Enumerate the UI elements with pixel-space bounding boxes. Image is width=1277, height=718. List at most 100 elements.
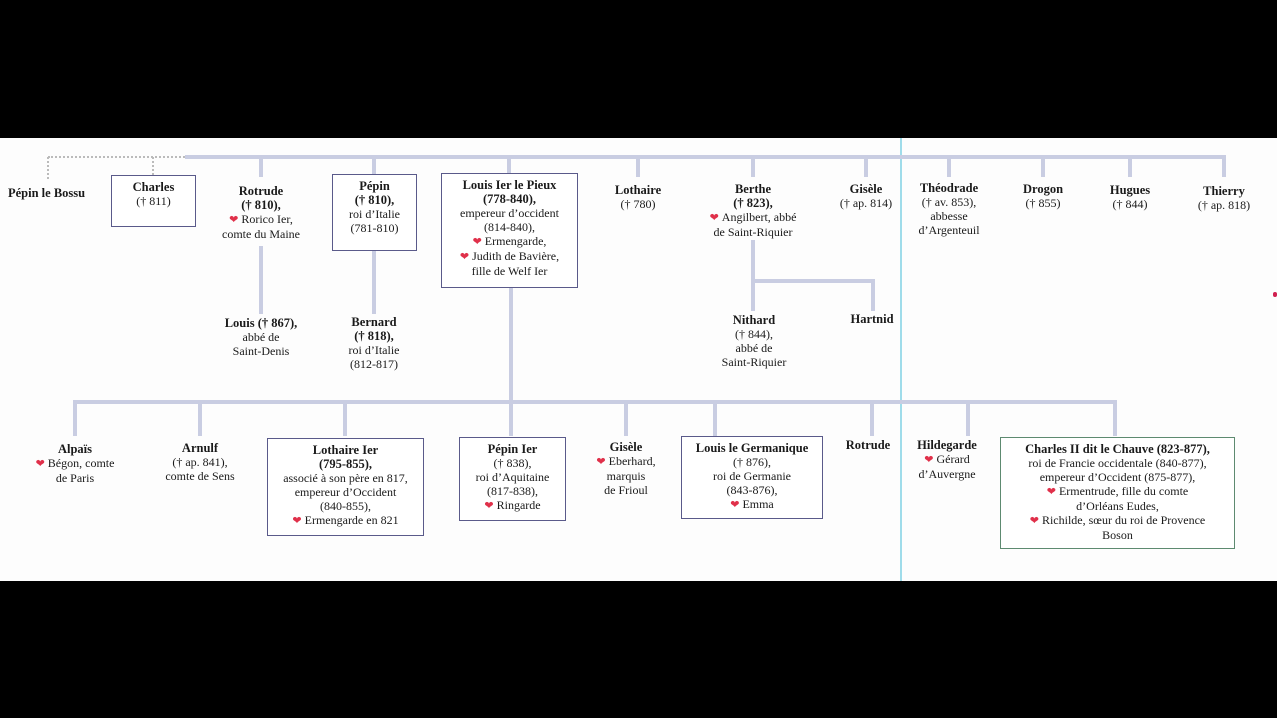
line-text: marquis	[606, 469, 646, 483]
line-text: associé à son père en 817,	[283, 471, 408, 485]
detail-line: abbé de	[722, 341, 787, 355]
line-text: († ap. 841),	[172, 455, 228, 469]
detail-line: († 844),	[722, 327, 787, 341]
line-text: (843-876),	[726, 483, 778, 497]
person-charles: Charles(† 811)	[111, 175, 196, 227]
detail-line: († ap. 841),	[165, 455, 234, 469]
line-text: († 810),	[241, 198, 281, 212]
heart-icon: ❤	[472, 236, 482, 248]
connector-line	[1128, 157, 1132, 177]
line-text: Hartnid	[850, 312, 894, 326]
detail-line: de Paris	[36, 471, 115, 485]
spouse-line: ❤Ermengarde en 821	[268, 513, 423, 528]
spouse-line: ❤Ermengarde,	[442, 234, 577, 249]
line-text: abbé de	[735, 341, 773, 355]
person-drogon: Drogon(† 855)	[1023, 182, 1063, 210]
person-name: Berthe	[710, 182, 797, 196]
person-name: Gisèle	[596, 440, 655, 454]
person-name: Lothaire	[615, 183, 661, 197]
margin-mark	[1273, 292, 1277, 297]
spouse-line: ❤Angilbert, abbé	[710, 210, 797, 225]
person-name: Charles II dit le Chauve (823-877),	[1001, 442, 1234, 456]
detail-line: († 818),	[349, 329, 400, 343]
person-name: Louis Ier le Pieux	[442, 178, 577, 192]
person-name: Théodrade	[918, 181, 979, 195]
detail-line: empereur d’occident	[442, 206, 577, 220]
line-text: († 823),	[733, 196, 773, 210]
line-text: roi de Francie occidentale (840-877),	[1028, 456, 1207, 470]
line-text: roi d’Aquitaine	[475, 470, 550, 484]
detail-line: († 838),	[460, 456, 565, 470]
connector-line	[198, 402, 202, 436]
person-louis-pieux: Louis Ier le Pieux(778-840),empereur d’o…	[441, 173, 578, 288]
heart-icon: ❤	[709, 212, 719, 224]
line-text: Drogon	[1022, 182, 1064, 196]
detail-line: (843-876),	[682, 483, 822, 497]
spouse-line: ❤Eberhard,	[596, 454, 655, 469]
line-text: d’Argenteuil	[918, 223, 980, 237]
detail-line: († 823),	[710, 196, 797, 210]
detail-line: roi d’Italie	[349, 343, 400, 357]
detail-line: (840-855),	[268, 499, 423, 513]
heart-icon: ❤	[1029, 515, 1039, 527]
line-text: († 844),	[734, 327, 773, 341]
detail-line: (795-855),	[268, 457, 423, 471]
detail-line: de Saint-Riquier	[710, 225, 797, 239]
line-text: (812-817)	[349, 357, 398, 371]
spouse-line: ❤Ringarde	[460, 498, 565, 513]
connector-line	[871, 281, 875, 311]
line-text: Emma	[742, 497, 774, 511]
connector-line	[1222, 157, 1226, 177]
line-text: Pépin Ier	[487, 442, 538, 456]
line-text: († av. 853),	[921, 195, 977, 209]
connector-line	[259, 157, 263, 177]
line-text: Thierry	[1203, 184, 1245, 198]
connector-line	[870, 402, 874, 436]
detail-line: d’Argenteuil	[918, 223, 979, 237]
line-text: Gérard	[936, 452, 970, 466]
line-text: Hugues	[1109, 183, 1151, 197]
line-text: de Frioul	[604, 483, 648, 497]
person-name: Drogon	[1023, 182, 1063, 196]
detail-line: d’Auvergne	[917, 467, 977, 481]
line-text: de Paris	[55, 471, 95, 485]
person-pepin1: Pépin Ier(† 838),roi d’Aquitaine(817-838…	[459, 437, 566, 521]
person-name: Hartnid	[850, 312, 893, 326]
line-text: († 818),	[354, 329, 394, 343]
line-text: († 780)	[620, 197, 656, 211]
spouse-line: ❤Rorico Ier,	[222, 212, 300, 227]
line-text: Pépin	[359, 179, 390, 193]
heart-icon: ❤	[292, 515, 302, 527]
spouse-line: ❤Judith de Bavière,	[442, 249, 577, 264]
line-text: Bégon, comte	[47, 456, 115, 470]
line-text: roi d’Italie	[349, 207, 400, 221]
detail-line: abbé de	[225, 330, 298, 344]
line-text: (781-810)	[350, 221, 399, 235]
detail-line: Saint-Denis	[225, 344, 298, 358]
detail-line: abbesse	[918, 209, 979, 223]
line-text: roi d’Italie	[348, 343, 400, 357]
line-text: fille de Welf Ier	[471, 264, 548, 278]
person-bernard: Bernard(† 818),roi d’Italie(812-817)	[349, 315, 400, 371]
connector-line	[751, 240, 755, 311]
connector-dotted	[48, 156, 185, 158]
detail-line: Boson	[1001, 528, 1234, 542]
person-name: Louis († 867),	[225, 316, 298, 330]
line-text: († 844)	[1112, 197, 1148, 211]
line-text: Saint-Riquier	[721, 355, 787, 369]
heart-icon: ❤	[35, 458, 45, 470]
line-text: (817-838),	[487, 484, 538, 498]
person-lothaire1: Lothaire Ier(795-855),associé à son père…	[267, 438, 424, 536]
heart-icon: ❤	[484, 500, 494, 512]
connector-line	[73, 402, 77, 436]
person-rotrude2: Rotrude	[846, 438, 890, 452]
line-text: Gisèle	[849, 182, 883, 196]
heart-icon: ❤	[596, 456, 606, 468]
heart-icon: ❤	[730, 499, 740, 511]
line-text: Alpaïs	[57, 442, 93, 456]
connector-line	[507, 157, 511, 177]
detail-line: († 780)	[615, 197, 661, 211]
